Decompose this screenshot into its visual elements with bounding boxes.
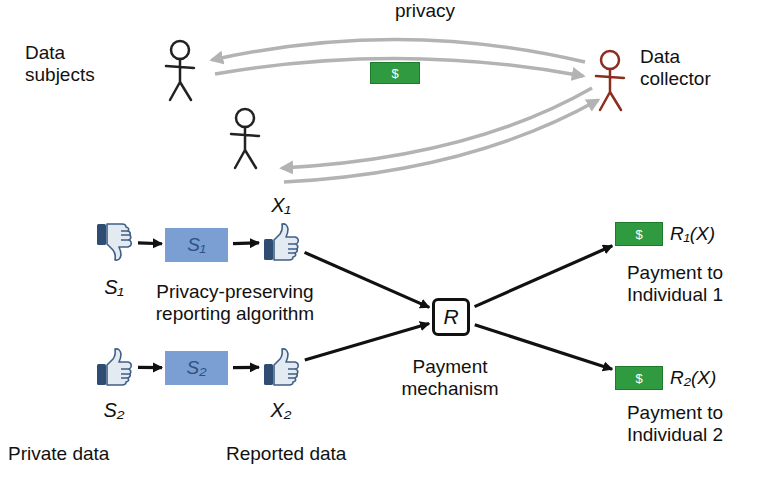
stick-figure: [166, 41, 194, 100]
dollar-bill: $R₂(X): [615, 366, 663, 390]
box-text: S₁: [187, 234, 206, 256]
thumb-icon-node: S₁: [95, 222, 133, 262]
box-text: S₂: [187, 357, 207, 379]
dollar-bill: $R₁(X): [615, 222, 663, 246]
thumbs-up-icon: [262, 222, 300, 262]
flow-arrow: [475, 325, 612, 370]
caption-label: Data collector: [640, 46, 750, 90]
payment-label: R₁(X): [670, 223, 715, 245]
algorithm-box: S₁: [165, 228, 228, 262]
flow-arrow: [475, 246, 613, 307]
variable-label: S₁: [75, 276, 153, 298]
thumb-icon-node: X₂: [262, 347, 300, 387]
flow-arrow: [138, 241, 162, 245]
privacy-flow-arrow: [282, 88, 592, 168]
dollar-bill: $: [370, 62, 420, 84]
variable-label: X₁: [242, 194, 320, 216]
flow-arrow: [138, 366, 162, 369]
stick-figure: [596, 51, 624, 110]
flow-arrow: [233, 241, 259, 245]
thumb-icon-node: X₁: [262, 222, 300, 262]
payment-flow-arrow: [284, 100, 598, 182]
dollar-sign: $: [635, 227, 642, 242]
flow-arrow: [233, 366, 259, 370]
dollar-sign: $: [391, 66, 398, 81]
caption-label: Privacy-preserving reporting algorithm: [128, 281, 342, 325]
thumbs-up-icon: [262, 347, 300, 387]
caption-label: Private data: [8, 443, 138, 465]
payment-label: R₂(X): [670, 367, 716, 389]
mechanism-box: R: [432, 298, 470, 336]
variable-label: X₂: [242, 399, 320, 421]
caption-label: privacy: [375, 0, 475, 22]
thumbs-up-icon: [95, 347, 133, 387]
algorithm-box: S₂: [165, 351, 228, 385]
caption-label: Payment mechanism: [392, 356, 508, 400]
flow-arrow: [305, 323, 429, 360]
thumbs-down-icon: [95, 222, 133, 262]
caption-label: Payment to Individual 1: [605, 262, 745, 306]
box-text: R: [443, 305, 458, 329]
variable-label: S₂: [75, 399, 153, 421]
thumb-icon-node: S₂: [95, 347, 133, 387]
caption-label: Data subjects: [25, 42, 120, 86]
dollar-sign: $: [635, 371, 642, 386]
stick-figure: [231, 109, 259, 168]
flow-arrow: [305, 252, 430, 307]
caption-label: Payment to Individual 2: [605, 402, 745, 446]
caption-label: Reported data: [226, 443, 376, 465]
